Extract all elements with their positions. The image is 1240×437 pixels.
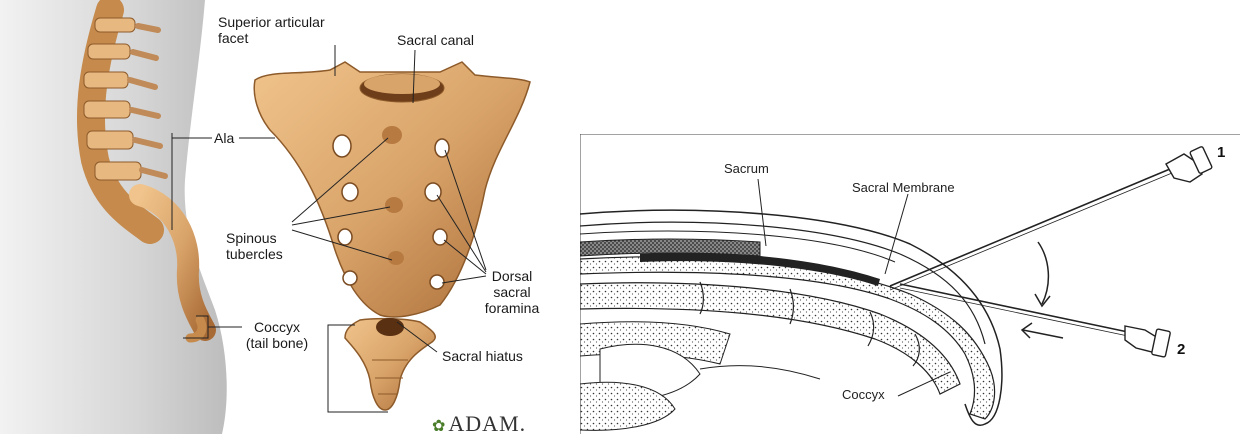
leaf-icon: ✿ — [432, 418, 446, 435]
sacrum-label: Sacrum — [724, 161, 769, 176]
coccyx-label: Coccyx (tail bone) — [234, 319, 320, 351]
rotation-arrow — [1035, 242, 1050, 306]
sacral-hiatus-label: Sacral hiatus — [442, 348, 523, 364]
advance-arrow — [1022, 323, 1063, 338]
needle-2-number: 2 — [1177, 341, 1185, 358]
adam-logo: ✿ADAM. — [432, 411, 526, 437]
dorsal-sacral-foramina-label: Dorsal sacral foramina — [482, 268, 542, 316]
ala-label: Ala — [214, 130, 234, 146]
needle-1-number: 1 — [1217, 144, 1225, 161]
caudal-needle-drawing — [580, 134, 1240, 434]
sacrum-anatomy-illustration: Superior articular facet Sacral canal Al… — [0, 0, 545, 434]
superior-articular-facet-label: Superior articular facet — [218, 14, 325, 46]
spinous-tubercles-label: Spinous tubercles — [226, 230, 283, 262]
sacral-canal-label: Sacral canal — [397, 32, 474, 48]
needle-1 — [890, 146, 1212, 290]
coccyx-right-label: Coccyx — [842, 387, 885, 402]
caudal-needle-diagram: Sacrum Sacral Membrane Coccyx 1 2 — [580, 134, 1240, 434]
sacrum-anatomy-drawing — [0, 0, 545, 434]
sacral-membrane-label: Sacral Membrane — [852, 180, 955, 195]
